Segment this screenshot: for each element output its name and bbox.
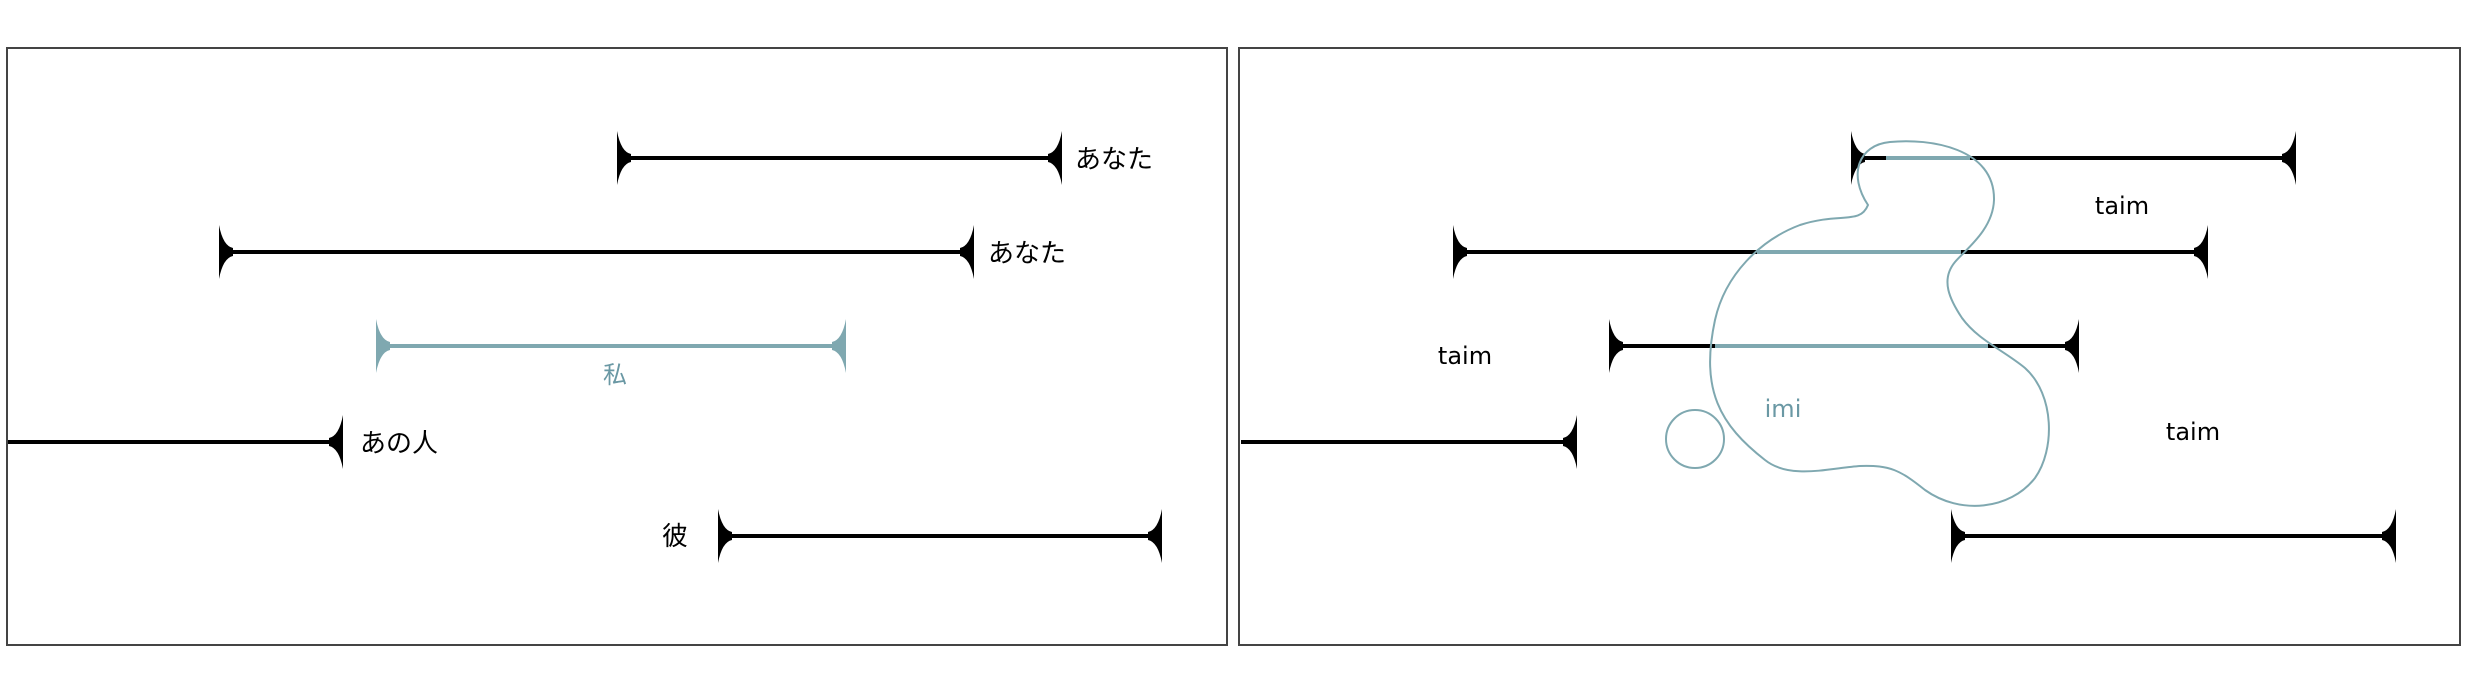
right-panel-frame	[1238, 47, 2461, 646]
interval-bar-watashi	[376, 319, 846, 373]
interval-bar-anata-top	[617, 131, 1062, 185]
label-imi: imi	[1765, 395, 1802, 423]
left-panel: あなた あなた 私 あの人 彼	[6, 47, 1228, 646]
label-ano-hito: あの人	[360, 429, 438, 459]
interval-bar-right-4	[1241, 415, 1577, 469]
interval-bar-ano-hito	[8, 415, 343, 469]
meaning-bubble-small	[1665, 409, 1725, 469]
label-taim-1: taim	[2095, 192, 2149, 220]
interval-bar-kare	[718, 509, 1162, 563]
label-taim-2: taim	[1438, 342, 1492, 370]
highlighted-segments	[1715, 156, 1988, 348]
label-taim-3: taim	[2166, 418, 2220, 446]
label-kare: 彼	[662, 522, 688, 552]
meaning-blob-outline	[1709, 140, 2050, 507]
label-anata-top: あなた	[1075, 145, 1153, 175]
left-panel-frame	[6, 47, 1228, 646]
interval-bar-anata-second	[219, 225, 974, 279]
right-panel: taim taim taim imi	[1238, 47, 2461, 646]
interval-bar-right-5	[1951, 509, 2396, 563]
label-watashi: 私	[603, 361, 627, 389]
label-anata-second: あなた	[988, 239, 1066, 269]
